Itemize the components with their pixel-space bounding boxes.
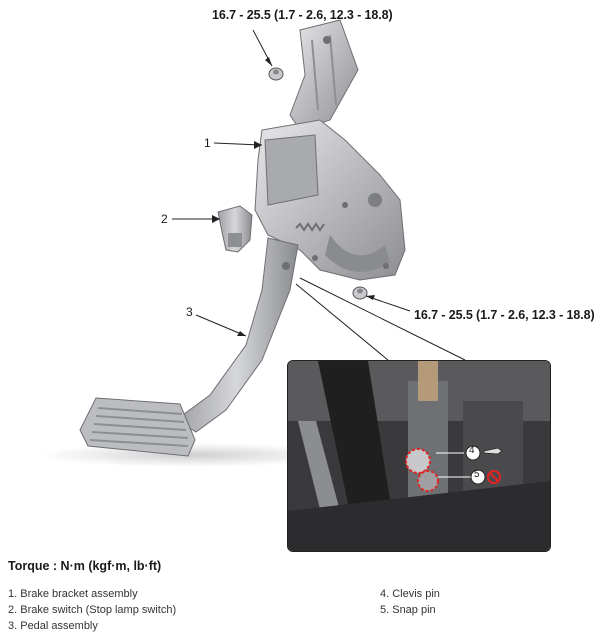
legend-item-4: 4. Clevis pin [380,588,440,600]
detail-inset-photo: 4 5 [287,360,551,552]
callout-4-circle [465,445,481,461]
bracket-box [264,134,319,206]
wrench-icon [483,447,503,455]
callout-5: 5 [474,469,480,480]
legend-item-2: 2. Brake switch (Stop lamp switch) [8,604,177,616]
no-reuse-icon [487,470,501,484]
bracket-hole-large [368,193,382,207]
callout-1: 1 [204,136,211,150]
pedal-assembly-arm [175,237,299,433]
legend-item-3: 3. Pedal assembly [8,620,98,632]
inset-photo-drawing [288,361,550,551]
legend-item-5: 5. Snap pin [380,604,436,616]
bracket-small-hole-3 [342,202,348,208]
legend-right: 4. Clevis pin 5. Snap pin [380,586,440,618]
leader-arrowheads [212,57,375,336]
callout-3: 3 [186,305,193,319]
torque-title: Torque : N·m (kgf·m, lb·ft) [8,559,162,573]
torque-spec-right: 16.7 - 25.5 (1.7 - 2.6, 12.3 - 18.8) [414,308,595,322]
return-spring [295,222,325,232]
right-nut-icon [352,286,368,300]
bracket-hole [323,36,331,44]
upper-bracket [289,19,359,131]
callout-4: 4 [469,445,475,456]
callout-5-circle [470,469,486,485]
pedal-pivot [282,262,290,270]
pedal-pad-ribs [89,407,189,447]
callout-2: 2 [161,212,168,226]
brake-pedal-diagram [40,19,466,467]
upper-bracket-rib [311,34,337,111]
torque-spec-top: 16.7 - 25.5 (1.7 - 2.6, 12.3 - 18.8) [212,8,393,22]
legend-item-1: 1. Brake bracket assembly [8,588,138,600]
bracket-cutout [325,235,390,272]
bracket-small-hole-2 [383,263,389,269]
legend-left: 1. Brake bracket assembly 2. Brake switc… [8,586,176,634]
bracket-small-hole [312,255,318,261]
brake-switch-plug [228,233,242,247]
brake-switch [217,205,253,253]
top-nut-icon [268,67,284,81]
